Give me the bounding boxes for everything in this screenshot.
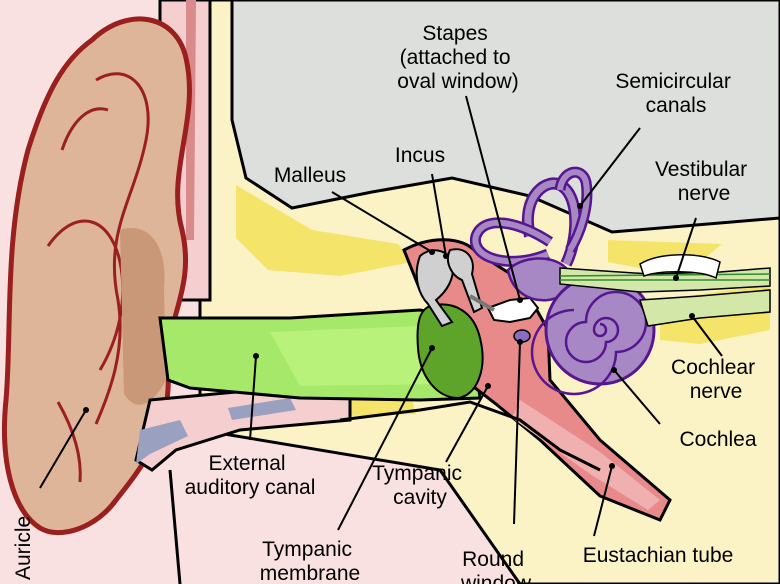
eustachian-tube-inner: [512, 400, 660, 510]
label-tympanic-membrane-line-2: membrane: [260, 562, 360, 584]
label-external-auditory-canal-line-2: auditory canal: [185, 476, 316, 499]
label-auricle: Auricle: [12, 516, 35, 580]
leader-semicircular-canals: [579, 127, 641, 207]
label-round-window-line-2: window: [460, 572, 532, 584]
cartilage-lower-grey: [136, 420, 188, 464]
label-malleus: Malleus: [274, 164, 346, 187]
cartilage-lower-grey-strip: [228, 398, 296, 420]
dot-semicircular-canals: [577, 203, 583, 209]
dot-cochlea: [611, 367, 617, 373]
bottom-contour: [168, 469, 182, 584]
stapes-link: [468, 294, 496, 312]
label-external-auditory-canal-line-1: External: [209, 452, 286, 475]
dot-vestibular-nerve: [673, 275, 679, 281]
leader-cochlea: [613, 369, 661, 425]
label-tympanic-cavity: Tympanic cavity: [372, 462, 468, 509]
label-cochlear-nerve: Cochlear nerve: [671, 356, 761, 403]
dot-stapes: [517, 297, 523, 303]
label-tympanic-cavity-line-1: Tympanic: [372, 462, 462, 485]
dot-cochlear-nerve: [689, 313, 695, 319]
label-stapes: Stapes (attached to oval window): [397, 22, 518, 93]
bone-highlight-upper: [236, 185, 412, 276]
leader-tympanic-membrane: [337, 347, 433, 531]
auricle-concha-shade: [120, 227, 166, 405]
dot-incus: [443, 253, 449, 259]
dot-eustachian-tube: [609, 463, 615, 469]
cranial-cavity: [230, 0, 780, 234]
label-tympanic-membrane-line-1: Tympanic: [262, 538, 352, 561]
leader-incus: [431, 173, 447, 257]
cochlea-spiral: [530, 290, 648, 396]
leader-eustachian-tube: [593, 465, 613, 537]
dot-tympanic-cavity: [485, 383, 491, 389]
dot-round-window: [517, 339, 523, 345]
label-stapes-line-1: Stapes: [422, 22, 487, 45]
label-vestibular-nerve-line-2: nerve: [678, 182, 731, 205]
label-semicircular-canals-line-2: canals: [646, 94, 707, 117]
semicircular-canal-lateral-inner: [472, 219, 552, 265]
label-incus: Incus: [395, 144, 445, 167]
dot-external-auditory-canal: [253, 353, 259, 359]
label-eustachian-tube: Eustachian tube: [583, 544, 734, 567]
auricle-lobe-curve: [56, 401, 82, 483]
lower-contour: [339, 400, 601, 472]
label-stapes-line-2: (attached to: [400, 46, 511, 69]
leader-tympanic-cavity: [445, 385, 489, 463]
label-vestibular-nerve-line-1: Vestibular: [655, 158, 747, 181]
cochlear-nerve: [639, 289, 771, 327]
leader-vestibular-nerve: [675, 217, 697, 279]
label-vestibular-nerve: Vestibular nerve: [655, 158, 753, 205]
label-cochlea: Cochlea: [679, 428, 756, 451]
dot-auricle: [83, 407, 89, 413]
leader-stapes: [465, 95, 521, 301]
leader-cochlear-nerve: [691, 315, 723, 357]
dot-tympanic-membrane: [429, 345, 435, 351]
label-round-window: Round window: [460, 548, 532, 584]
label-semicircular-canals-line-1: Semicircular: [615, 70, 731, 93]
label-tympanic-cavity-line-2: cavity: [393, 486, 447, 509]
semicircular-canal-anterior-inner: [557, 169, 590, 252]
label-tympanic-membrane: Tympanic membrane: [260, 538, 360, 584]
leader-malleus: [331, 191, 433, 253]
vestibular-nerve-lines: [559, 273, 771, 281]
leader-auricle: [39, 409, 87, 489]
label-round-window-line-1: Round: [462, 548, 524, 571]
tympanic-membrane: [416, 303, 484, 400]
label-external-auditory-canal: External auditory canal: [185, 452, 316, 499]
dot-malleus: [429, 249, 435, 255]
canal-highlight: [270, 326, 440, 386]
leader-external-auditory-canal: [249, 355, 257, 441]
auricle-inner-fold: [94, 72, 150, 425]
tympanic-cavity: [402, 238, 672, 522]
label-semicircular-canals: Semicircular canals: [615, 70, 736, 117]
auricle-outer-fold: [60, 107, 109, 151]
label-stapes-line-3: oval window): [397, 70, 518, 93]
auricle-antihelix: [46, 219, 125, 371]
label-cochlear-nerve-line-1: Cochlear: [671, 356, 755, 379]
stapes: [486, 296, 540, 324]
label-cochlear-nerve-line-2: nerve: [690, 380, 743, 403]
malleus: [415, 249, 454, 328]
leader-round-window: [513, 341, 521, 525]
